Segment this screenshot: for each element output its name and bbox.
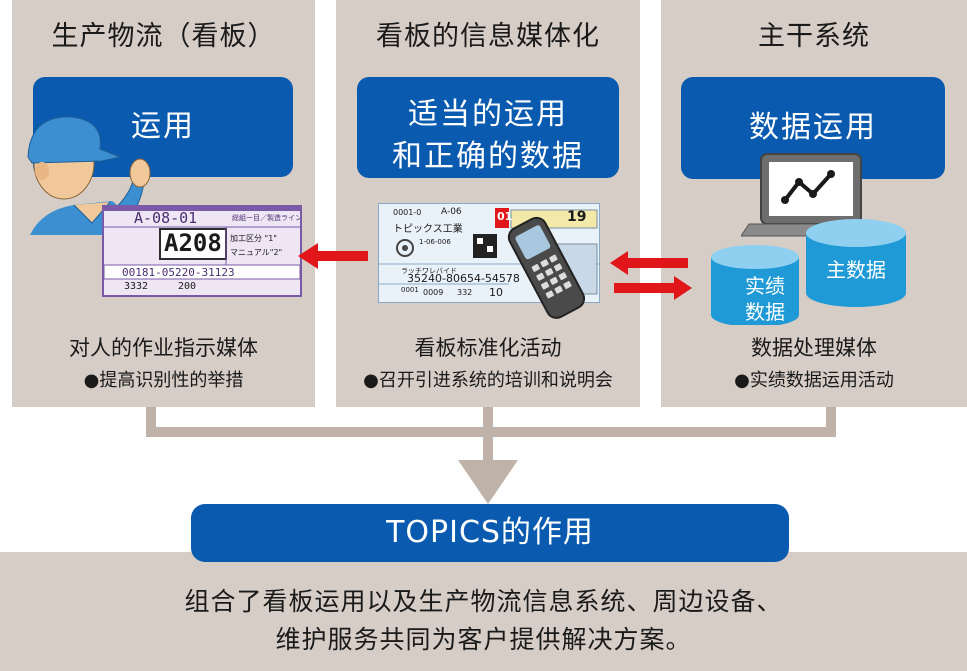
kanban-card-left: A-08-01 総組ー目／製造ライン A208 加工区分 "1" マニュアル"2… — [102, 205, 302, 297]
kanban-qty2: 200 — [178, 281, 197, 292]
connector-mid-vertical — [483, 407, 493, 467]
kanban-num1: 01 — [497, 210, 513, 223]
worker-cap — [27, 116, 122, 164]
handheld-scanner-icon — [507, 216, 586, 319]
box-label-line2: 和正确的数据 — [392, 139, 584, 174]
kanban-number: 00181-05220-31123 — [122, 266, 235, 279]
summary-line-1: 组合了看板运用以及生产物流信息系统、周边设备、 — [184, 587, 783, 616]
chart-line-icon — [783, 172, 833, 202]
panel-core-system: 主干系统 数据运用 实绩 数据 主数据 数据处理媒体 ●实绩数据运用活动 — [661, 0, 967, 407]
kanban-code: A-08-01 — [134, 209, 198, 227]
db-left-label-1: 实绩 — [745, 274, 785, 298]
panel-caption: 看板标准化活动 — [414, 336, 562, 360]
database-icons — [711, 219, 906, 325]
arrow-mid-to-right — [614, 276, 692, 300]
kanban-company: トピックス工業 — [393, 224, 463, 235]
panel-production-logistics: 生产物流（看板） 运用 A-08-01 総組ー目／製造ライン A — [12, 0, 315, 407]
box-proper-operation: 适当的运用 和正确的数据 — [357, 77, 619, 178]
kanban-qty: 3332 — [124, 281, 149, 292]
panel-title: 主干系统 — [758, 21, 870, 52]
laptop-icon — [741, 153, 885, 237]
connector-right-vertical — [826, 407, 836, 437]
panel-subcaption: ●实绩数据运用活动 — [734, 370, 894, 391]
summary-line-2: 维护服务共同为客户提供解决方案。 — [275, 625, 692, 654]
kanban-sub-code: 1-06-006 — [419, 238, 451, 246]
kanban-part: 35240-80654-54578 — [407, 272, 520, 285]
connector-horizontal — [146, 427, 836, 437]
kanban-name: ラッチワレバイド — [401, 267, 457, 275]
kanban-line1: 加工区分 "1" — [230, 234, 277, 243]
kanban-loc: A-06 — [441, 207, 462, 217]
kanban-c4: 10 — [489, 286, 503, 299]
results-database-icon — [711, 245, 799, 325]
kanban-c2: 0009 — [423, 288, 444, 297]
panel-caption: 数据处理媒体 — [751, 336, 877, 360]
kanban-num2: 19 — [567, 209, 587, 225]
kanban-c3: 332 — [457, 288, 473, 297]
emblem-icon — [396, 239, 414, 257]
panel-title: 看板的信息媒体化 — [376, 21, 600, 52]
arrow-mid-to-left — [298, 243, 368, 269]
worker-illustration — [27, 116, 151, 235]
panel-subcaption: ●召开引进系统的培训和说明会 — [363, 370, 613, 391]
kanban-line2: マニュアル"2" — [230, 248, 283, 257]
db-right-label: 主数据 — [826, 258, 886, 282]
kanban-c1: 0001 — [401, 286, 419, 294]
panel-kanban-info-media: 看板的信息媒体化 适当的运用 和正确的数据 0001-0 A-06 トピックス工… — [336, 0, 640, 407]
box-label: 数据运用 — [749, 110, 877, 145]
arrow-right-to-mid — [610, 251, 688, 275]
panel-title: 生产物流（看板） — [51, 21, 276, 52]
bottom-summary-panel: 组合了看板运用以及生产物流信息系统、周边设备、 维护服务共同为客户提供解决方案。 — [0, 552, 967, 671]
kanban-big: A208 — [164, 229, 222, 257]
down-arrow — [458, 460, 518, 504]
worker-hand — [129, 158, 151, 188]
box-label-line1: 适当的运用 — [408, 97, 568, 132]
box-label: 运用 — [131, 109, 195, 144]
panel-subcaption: ●提高识别性的举措 — [83, 370, 244, 391]
kanban-top-code: 0001-0 — [393, 208, 422, 217]
topics-role-banner: TOPICS的作用 — [191, 504, 789, 562]
master-database-icon — [806, 219, 906, 307]
panel-caption: 对人的作业指示媒体 — [69, 336, 258, 360]
kanban-header: 総組ー目／製造ライン — [232, 214, 302, 222]
db-left-label-2: 数据 — [745, 300, 785, 324]
connector-left-vertical — [146, 407, 156, 437]
